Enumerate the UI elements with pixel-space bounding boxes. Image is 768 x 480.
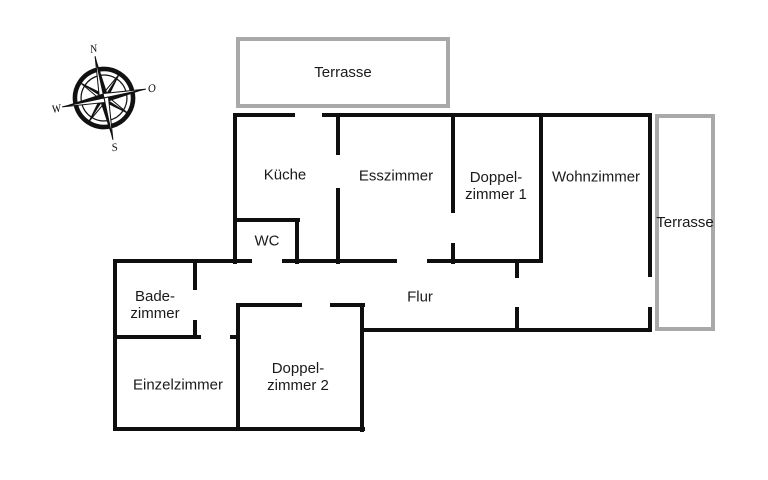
wall-segment xyxy=(648,307,652,332)
compass-letter-east: O xyxy=(147,82,157,95)
wall-segment xyxy=(360,328,652,332)
wall-segment xyxy=(515,259,519,278)
compass-letter-west: W xyxy=(51,102,64,116)
wall-segment xyxy=(322,113,652,117)
wall-segment xyxy=(236,303,302,307)
wall-segment xyxy=(648,113,652,277)
compass-cardinal-points xyxy=(62,56,146,140)
room-label-wohnzimmer: Wohnzimmer xyxy=(551,168,641,186)
room-label-wc: WC xyxy=(254,232,280,250)
wall-segment xyxy=(515,307,519,332)
room-label-flur: Flur xyxy=(407,288,433,306)
room-label-doppelzimmer-2: Doppel-zimmer 2 xyxy=(267,360,329,394)
wall-segment xyxy=(336,113,340,155)
terrace-top-label: Terrasse xyxy=(314,64,372,81)
room-label-esszimmer: Esszimmer xyxy=(358,167,434,185)
room-label-einzelzimmer: Einzelzimmer xyxy=(132,376,224,394)
wall-segment xyxy=(451,243,455,264)
wall-segment xyxy=(360,303,364,432)
terrace-right-label: Terrasse xyxy=(656,214,714,231)
wall-segment xyxy=(193,259,197,290)
wall-segment xyxy=(193,320,197,339)
wall-segment xyxy=(235,218,300,222)
room-label-kueche: Küche xyxy=(263,166,307,184)
terrace-right: Terrasse xyxy=(655,114,715,331)
wall-segment xyxy=(233,113,295,117)
wall-segment xyxy=(113,259,117,431)
wall-segment xyxy=(236,303,240,431)
wall-segment xyxy=(539,113,543,263)
wall-segment xyxy=(233,113,237,264)
wall-segment xyxy=(330,303,365,307)
room-label-badezimmer: Bade-zimmer xyxy=(130,288,180,322)
wall-segment xyxy=(336,188,340,264)
compass-rose-icon: N O S W xyxy=(51,42,158,154)
terrace-top: Terrasse xyxy=(236,37,450,108)
wall-segment xyxy=(113,259,252,263)
wall-segment xyxy=(295,218,299,264)
compass-letter-south: S xyxy=(111,141,119,154)
wall-segment xyxy=(230,335,240,339)
wall-segment xyxy=(451,113,455,213)
wall-segment xyxy=(113,335,201,339)
wall-segment xyxy=(427,259,543,263)
room-label-doppelzimmer-1: Doppel-zimmer 1 xyxy=(465,169,527,203)
compass-letter-north: N xyxy=(88,42,99,56)
